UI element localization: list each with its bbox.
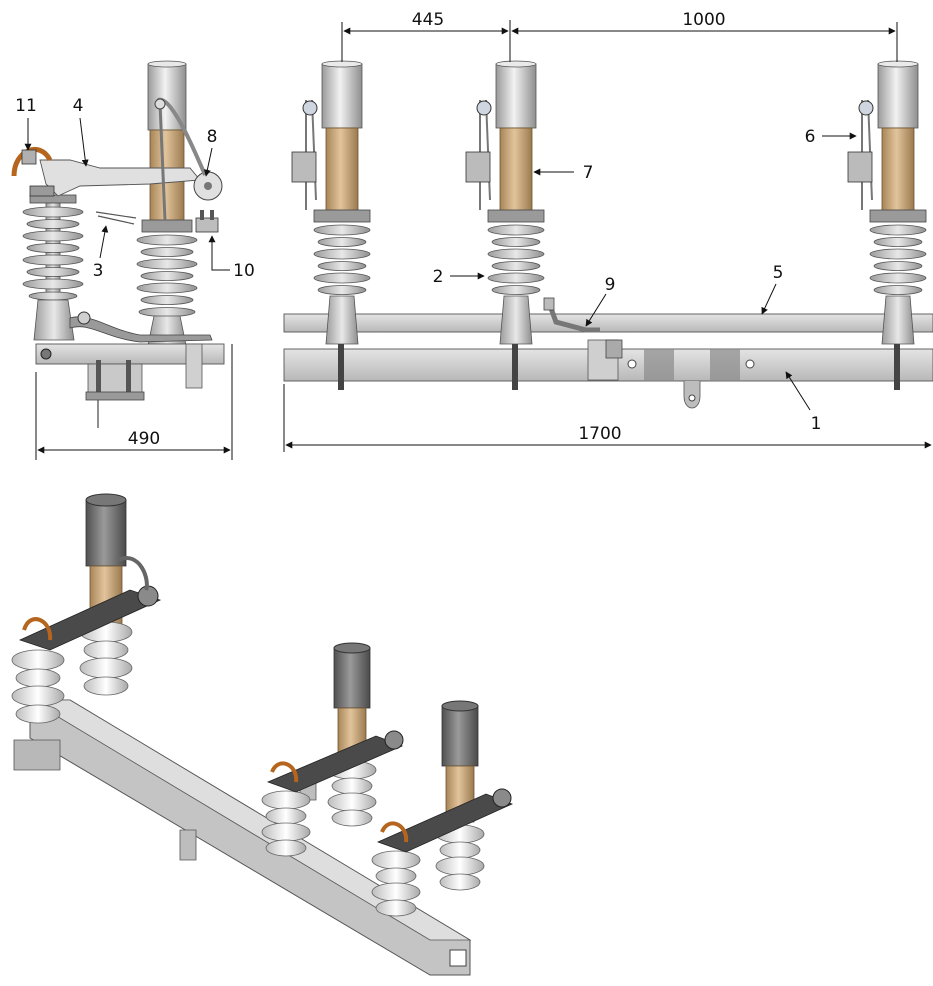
side-width-dimension: 490 xyxy=(128,429,160,449)
iso-pole-c xyxy=(371,700,514,917)
spacing-right-dimension: 1000 xyxy=(682,10,725,30)
front-pole-1 xyxy=(291,60,371,390)
callout-9: 9 xyxy=(605,275,616,295)
side-left-insulator xyxy=(22,194,84,341)
spacing-left-dimension: 445 xyxy=(412,10,444,30)
callout-7: 7 xyxy=(583,163,594,183)
callout-4: 4 xyxy=(73,96,84,116)
side-base-frame xyxy=(35,311,225,428)
callout-10: 10 xyxy=(233,261,255,281)
front-pole-3 xyxy=(847,60,927,390)
callout-1: 1 xyxy=(811,414,822,434)
callout-3: 3 xyxy=(93,261,104,281)
callout-11: 11 xyxy=(15,96,37,116)
front-top-beam xyxy=(283,313,933,333)
front-view: 445 1000 1700 2 7 6 9 5 1 xyxy=(283,10,933,452)
side-view: 490 11 4 8 3 10 xyxy=(11,60,255,460)
callout-6: 6 xyxy=(805,127,816,147)
callout-5: 5 xyxy=(773,263,784,283)
callout-2: 2 xyxy=(433,267,444,287)
total-length-dimension: 1700 xyxy=(578,424,621,444)
iso-pole-a xyxy=(11,493,162,724)
iso-pole-b xyxy=(261,642,404,857)
callout-8: 8 xyxy=(207,127,218,147)
front-pole-2 xyxy=(465,60,545,390)
isometric-view xyxy=(11,493,514,976)
